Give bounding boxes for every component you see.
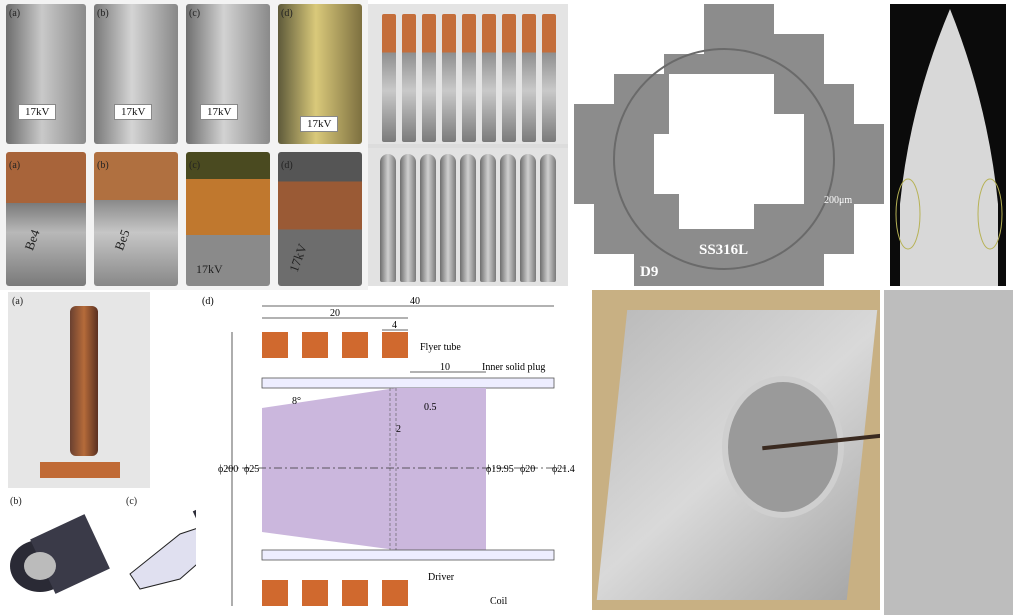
coil-turn-top-1	[262, 332, 288, 358]
coil-turn-bottom-4	[382, 580, 408, 606]
assembly-ring	[722, 376, 844, 518]
dim-phi21-4: ϕ21.4	[552, 464, 575, 475]
rod-before-4	[442, 14, 456, 142]
coil-turn-bottom-2	[302, 580, 328, 606]
micrograph-label-ss316l: SS316L	[699, 242, 748, 258]
label-8deg: 8°	[292, 396, 301, 407]
label-coil: Coil	[490, 596, 507, 607]
cylinder-photo-c2	[186, 152, 270, 286]
diagram-label-d: (d)	[202, 296, 214, 307]
voltage-plate-b: 17kV	[114, 104, 153, 120]
render-label-c: (c)	[126, 496, 138, 507]
dim-phi19-95: ϕ19.95	[486, 464, 514, 475]
render-b-svg	[10, 514, 110, 594]
rod-after-6	[480, 154, 496, 282]
voltage-plate-a: 17kV	[18, 104, 57, 120]
rod-before-3	[422, 14, 436, 142]
photo-label-b2: (b)	[97, 160, 109, 171]
cylinder-photo-d2	[278, 152, 362, 286]
dim-phi200: ϕ200	[218, 464, 238, 475]
coil-turn-bottom-3	[342, 580, 368, 606]
dim-20: 20	[330, 308, 340, 319]
render-b: (b)	[4, 494, 118, 604]
photo-label-b1: (b)	[97, 8, 109, 19]
technical-diagram: 40 20 4 (d) Flyer tube Inner solid plug …	[196, 292, 588, 610]
dim-4: 4	[392, 320, 397, 331]
render-label-b: (b)	[10, 496, 22, 507]
rods-before-photo	[368, 4, 568, 144]
photo-label-c1: (c)	[189, 8, 201, 19]
photo-label-d2: (d)	[281, 160, 293, 171]
cylinder-photo-a1	[6, 4, 86, 144]
rod-after-1	[380, 154, 396, 282]
rod-after-7	[500, 154, 516, 282]
dim-phi20: ϕ20	[520, 464, 535, 475]
label-driver: Driver	[428, 572, 455, 583]
handwritten-c2: 17kV	[196, 262, 223, 276]
coil-turn-top-3	[342, 332, 368, 358]
label-inner-plug: Inner solid plug	[482, 362, 545, 373]
rod-before-8	[522, 14, 536, 142]
cylinder-photo-c1	[186, 4, 270, 144]
photo-label-c2: (c)	[189, 160, 201, 171]
label-2: 2	[396, 424, 401, 435]
photo-label-d1: (d)	[281, 8, 293, 19]
setup-label-a: (a)	[12, 296, 24, 307]
voltage-plate-c: 17kV	[200, 104, 239, 120]
coil-turn-bottom-1	[262, 580, 288, 606]
setup-photo: (a)	[8, 292, 150, 488]
rods-after-photo	[368, 148, 568, 286]
coil-turn-top-2	[302, 332, 328, 358]
rod-before-9	[542, 14, 556, 142]
micrograph-panel: SS316L D9 200μm	[574, 4, 884, 286]
rods-photo	[368, 4, 568, 286]
photo-label-a2: (a)	[9, 160, 21, 171]
coil-turn-top-4	[382, 332, 408, 358]
cylinder-photo-b1	[94, 4, 178, 144]
cylinder-photo-grid: (a) (b) (c) (d) 17kV 17kV 17kV 17kV (a) …	[0, 0, 368, 290]
micrograph-svg: SS316L D9 200μm	[574, 4, 884, 286]
micrograph-label-d9: D9	[640, 264, 658, 280]
xray-svg	[895, 9, 1003, 286]
rod-after-8	[520, 154, 536, 282]
rod-after-3	[420, 154, 436, 282]
setup-plate	[40, 462, 120, 478]
rod-before-1	[382, 14, 396, 142]
rod-after-9	[540, 154, 556, 282]
voltage-plate-d: 17kV	[300, 116, 339, 132]
rod-before-7	[502, 14, 516, 142]
assembly-photo	[592, 290, 880, 610]
rod-before-5	[462, 14, 476, 142]
photo-label-a1: (a)	[9, 8, 21, 19]
dim-10: 10	[440, 362, 450, 373]
rod-after-4	[440, 154, 456, 282]
rod-after-2	[400, 154, 416, 282]
rod-before-2	[402, 14, 416, 142]
label-0-5: 0.5	[424, 402, 437, 413]
diagram-svg: 40 20 4 (d) Flyer tube Inner solid plug …	[202, 296, 575, 607]
cylinder-photo-b2	[94, 152, 178, 286]
micrograph-scale: 200μm	[824, 195, 852, 206]
setup-coil-body	[70, 306, 98, 456]
dim-phi25: ϕ25	[244, 464, 259, 475]
cylinder-photo-a2	[6, 152, 86, 286]
label-flyer-tube: Flyer tube	[420, 342, 461, 353]
rod-after-5	[460, 154, 476, 282]
dim-40: 40	[410, 296, 420, 307]
rod-before-6	[482, 14, 496, 142]
gray-fill	[884, 290, 1013, 615]
xray-panel	[890, 4, 1006, 286]
